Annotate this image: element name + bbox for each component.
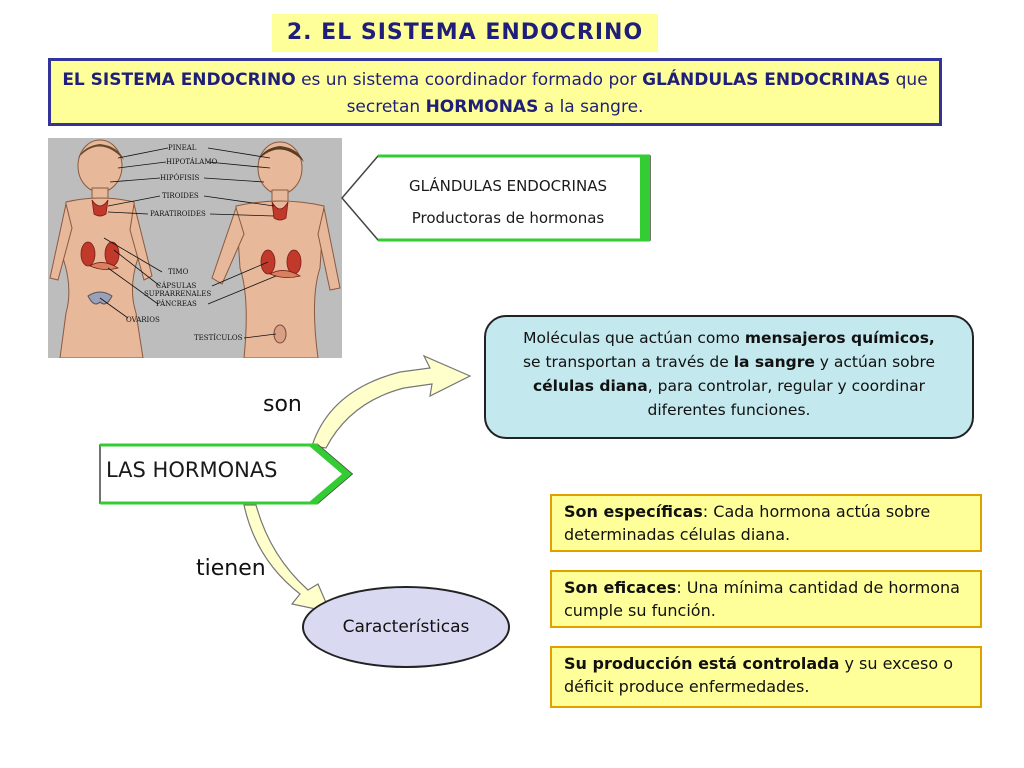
characteristic-controlled: Su producción está controlada y su exces… (550, 646, 982, 708)
molecule-bold-f: células diana (532, 377, 648, 395)
label-suprarrenales: SUPRARRENALES (144, 290, 211, 298)
char2-bold: Son eficaces (564, 578, 677, 597)
molecule-line-1: Moléculas que actúan como mensajeros quí… (486, 326, 972, 350)
char2-text: : Una mínima cantidad de hormona cumple … (564, 578, 960, 620)
intro-text-2: que secretan (346, 70, 928, 117)
label-timo: TIMO (168, 268, 189, 276)
endocrine-illustration: PINEAL HIPOTÁLAMO HIPÓFISIS TIROIDES PAR… (48, 138, 342, 359)
intro-bold-2: GLÁNDULAS ENDOCRINAS (642, 70, 891, 90)
char3-text: y su exceso o déficit produce enfermedad… (564, 654, 953, 696)
label-testiculos: TESTÍCULOS (194, 333, 243, 342)
molecule-line-3: células diana, para controlar, regular y… (486, 374, 972, 398)
page-title: 2. EL SISTEMA ENDOCRINO (272, 14, 658, 52)
connector-tienen: tienen (196, 556, 266, 581)
char3-bold: Su producción está controlada (564, 654, 840, 673)
label-tiroides: TIROIDES (162, 192, 199, 200)
intro-bold-3: HORMONAS (425, 97, 539, 117)
molecule-text-c: se transportan a través de (522, 353, 734, 371)
intro-text-1: es un sistema coordinador formado por (295, 70, 643, 90)
characteristic-specific: Son específicas: Cada hormona actúa sobr… (550, 494, 982, 552)
label-hipofisis: HIPÓFISIS (160, 173, 200, 182)
label-pancreas: PÁNCREAS (156, 299, 197, 308)
molecule-text-g: , para controlar, regular y coordinar (647, 377, 926, 395)
char1-bold: Son específicas (564, 502, 703, 521)
glands-callout-text: GLÁNDULAS ENDOCRINAS Productoras de horm… (368, 170, 648, 234)
molecule-bold-b: mensajeros químicos, (744, 329, 935, 347)
glands-subtitle: Productoras de hormonas (411, 209, 605, 227)
molecule-line-2: se transportan a través de la sangre y a… (486, 350, 972, 374)
label-hipotalamo: HIPOTÁLAMO (166, 157, 218, 166)
label-capsulas: CÁPSULAS (156, 281, 197, 290)
molecule-text-a: Moléculas que actúan como (523, 329, 745, 347)
molecule-line-4: diferentes funciones. (647, 401, 811, 419)
glands-callout-shape (341, 154, 651, 242)
label-paratiroides: PARATIROIDES (150, 210, 206, 218)
arrow-to-caracteristicas (243, 504, 332, 613)
molecule-text-e: y actúan sobre (814, 353, 936, 371)
label-pineal: PINEAL (168, 144, 197, 152)
anatomy-figures: PINEAL HIPOTÁLAMO HIPÓFISIS TIROIDES PAR… (49, 139, 341, 359)
intro-bold-1: EL SISTEMA ENDOCRINO (62, 70, 296, 90)
arrow-to-molecule (311, 354, 472, 449)
label-ovarios: OVARIOS (126, 316, 160, 324)
caracteristicas-ellipse: Características (302, 586, 510, 668)
glands-title: GLÁNDULAS ENDOCRINAS (409, 177, 607, 195)
molecule-definition-box: Moléculas que actúan como mensajeros quí… (484, 315, 974, 439)
hormonas-label: LAS HORMONAS (106, 458, 278, 482)
hormonas-shape (99, 443, 354, 505)
connector-son: son (263, 392, 302, 417)
characteristic-effective: Son eficaces: Una mínima cantidad de hor… (550, 570, 982, 628)
molecule-bold-d: la sangre (733, 353, 815, 371)
char1-text: : Cada hormona actúa sobre determinadas … (564, 502, 931, 544)
intro-box: EL SISTEMA ENDOCRINO es un sistema coord… (48, 58, 942, 126)
intro-text-3: a la sangre. (538, 97, 644, 117)
